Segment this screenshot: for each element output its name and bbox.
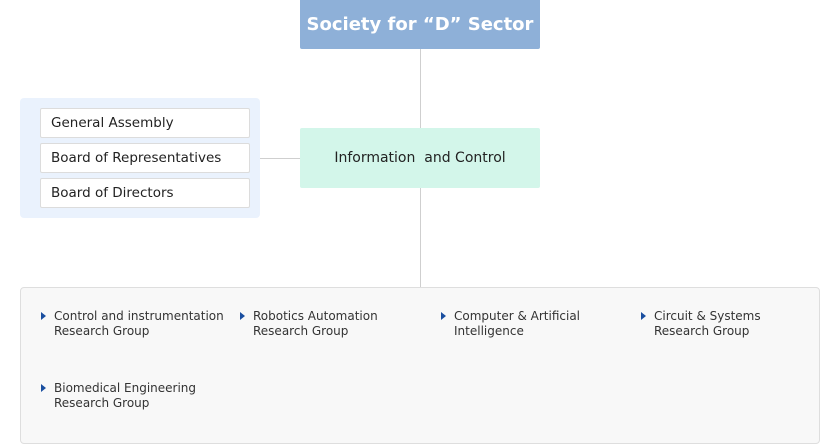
boards-panel: General Assembly Board of Representative… — [20, 98, 260, 218]
bullet-triangle-icon — [41, 384, 46, 392]
bullet-triangle-icon — [240, 312, 245, 320]
group-line-2: Intelligence — [454, 324, 524, 338]
group-item-circuit-systems: Circuit & Systems Research Group — [641, 309, 831, 339]
connector-center-to-groups — [420, 188, 421, 287]
bullet-triangle-icon — [641, 312, 646, 320]
group-line-1: Computer & Artificial — [454, 309, 580, 323]
board-label: Board of Directors — [51, 185, 174, 201]
center-title: Information and Control — [334, 150, 506, 166]
bullet-triangle-icon — [41, 312, 46, 320]
group-item-robotics-automation: Robotics Automation Research Group — [240, 309, 430, 339]
board-item-general-assembly: General Assembly — [40, 108, 250, 138]
group-line-2: Research Group — [654, 324, 750, 338]
connector-top-to-center — [420, 49, 421, 128]
group-line-2: Research Group — [54, 324, 150, 338]
group-item-computer-ai: Computer & Artificial Intelligence — [441, 309, 631, 339]
group-line-1: Robotics Automation — [253, 309, 378, 323]
board-label: Board of Representatives — [51, 150, 222, 166]
group-item-control-instrumentation: Control and instrumentation Research Gro… — [41, 309, 231, 339]
connector-boards-to-center — [260, 158, 300, 159]
group-line-2: Research Group — [253, 324, 349, 338]
research-groups-panel: Control and instrumentation Research Gro… — [20, 287, 820, 444]
group-item-biomedical-engineering: Biomedical Engineering Research Group — [41, 381, 231, 411]
group-line-2: Research Group — [54, 396, 150, 410]
group-line-1: Circuit & Systems — [654, 309, 761, 323]
board-label: General Assembly — [51, 115, 174, 131]
information-control-box: Information and Control — [300, 128, 540, 188]
society-title-box: Society for “D” Sector — [300, 0, 540, 49]
group-line-1: Biomedical Engineering — [54, 381, 197, 395]
group-line-1: Control and instrumentation — [54, 309, 224, 323]
board-item-directors: Board of Directors — [40, 178, 250, 208]
bullet-triangle-icon — [441, 312, 446, 320]
board-item-representatives: Board of Representatives — [40, 143, 250, 173]
society-title: Society for “D” Sector — [306, 14, 534, 35]
